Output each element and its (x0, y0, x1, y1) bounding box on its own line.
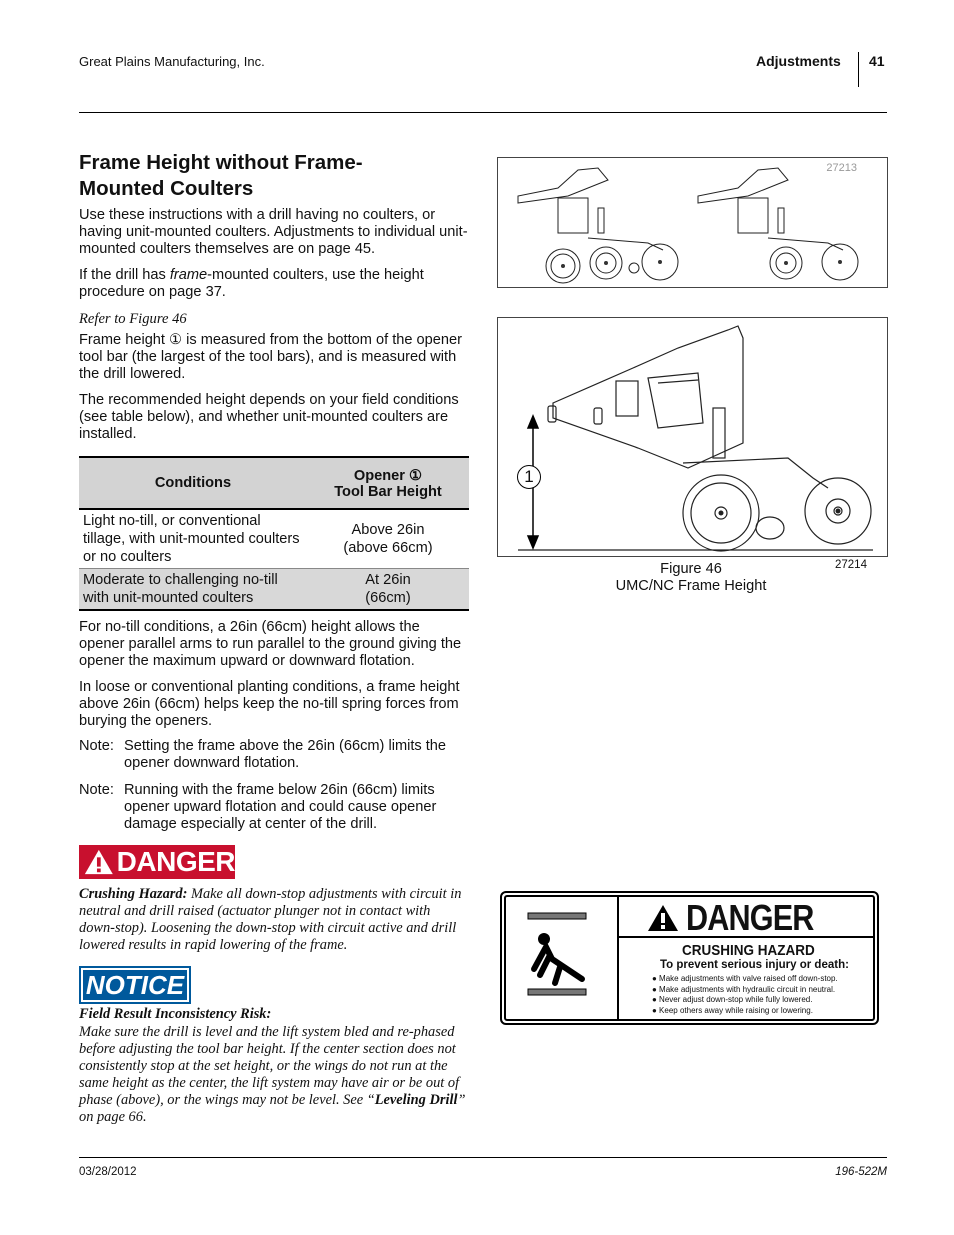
figure-reference: Refer to Figure 46 (79, 311, 187, 327)
figure-id-main: 27214 (835, 559, 867, 571)
decal-bullets: ● Make adjustments with valve raised off… (652, 974, 838, 1016)
notice-text: Make sure the drill is level and the lif… (79, 1024, 466, 1125)
conditions-table: Conditions Opener ① Tool Bar Height Ligh… (79, 456, 469, 611)
leveling-drill-link: Leveling Drill (374, 1092, 458, 1108)
table-cell-height: Above 26in (above 66cm) (307, 509, 469, 569)
paragraph-no-till: For no-till conditions, a 26in (66cm) he… (79, 619, 462, 669)
list-item: ● Make adjustments with valve raised off… (652, 974, 838, 983)
page-number: 41 (869, 53, 885, 69)
note-above: Note:Setting the frame above the 26in (6… (79, 738, 447, 771)
figure-caption-number: Figure 46 (660, 561, 722, 577)
title-line-1: Frame Height without Frame- (79, 151, 363, 174)
frame-height-drawing (518, 325, 873, 552)
header-rule (79, 112, 887, 113)
header-company: Great Plains Manufacturing, Inc. (79, 54, 265, 69)
notice-heading: Field Result Inconsistency Risk: (79, 1006, 272, 1022)
callout-1: 1 (517, 465, 541, 489)
footer-rule (79, 1157, 887, 1158)
danger-badge: DANGER (79, 845, 236, 879)
crushing-hazard-pictogram (527, 912, 587, 996)
title-line-2: Mounted Coulters (79, 177, 254, 200)
figure-id-top: 27213 (826, 162, 857, 174)
danger-decal: DANGER CRUSHING HAZARD To prevent seriou… (500, 891, 879, 1025)
header-section: Adjustments (756, 53, 841, 69)
table-cell-height: At 26in (66cm) (307, 568, 469, 611)
figure-row-units: 27213 (497, 157, 888, 288)
footer-doc-number: 196-522M (835, 1166, 887, 1178)
figure-caption-title: UMC/NC Frame Height (615, 578, 767, 594)
paragraph-frame-height: Frame height ① is measured from the bott… (79, 332, 462, 382)
warning-triangle-icon (84, 849, 113, 875)
danger-label: DANGER (116, 846, 236, 877)
list-item: ● Make adjustments with hydraulic circui… (652, 984, 836, 994)
col-header-height: Opener ① Tool Bar Height (307, 456, 469, 510)
paragraph-loose: In loose or conventional planting condit… (79, 679, 460, 729)
header-separator (858, 52, 859, 87)
danger-text: Crushing Hazard: Make all down-stop adju… (79, 886, 462, 953)
paragraph-intro: Use these instructions with a drill havi… (79, 207, 468, 257)
paragraph-frame-coulters: If the drill has frame-mounted coulters,… (79, 267, 424, 300)
decal-subtitle: CRUSHING HAZARD (682, 942, 815, 959)
row-units-drawing (517, 167, 859, 284)
note-below: Note:Running with the frame below 26in (… (79, 782, 437, 832)
figure-caption: Figure 46 UMC/NC Frame Height (560, 561, 822, 595)
table-cell-condition: Moderate to challenging no-till with uni… (79, 568, 307, 611)
list-item: ● Never adjust down-stop while fully low… (652, 995, 813, 1004)
paragraph-recommended: The recommended height depends on your f… (79, 392, 459, 442)
decal-title: DANGER (646, 897, 836, 939)
table-row: Moderate to challenging no-till with uni… (79, 568, 469, 611)
table-row: Light no-till, or conventional tillage, … (79, 509, 469, 569)
list-item: ● Keep others away while raising or lowe… (652, 1005, 813, 1015)
emphasis-frame: frame (169, 267, 208, 283)
col-header-conditions: Conditions (79, 456, 307, 510)
table-cell-condition: Light no-till, or conventional tillage, … (79, 509, 307, 569)
section-title: Frame Height without Frame- Mounted Coul… (79, 150, 469, 202)
figure-frame-height: 1 (497, 317, 888, 557)
decal-lead: To prevent serious injury or death: (660, 959, 849, 971)
warning-triangle-icon (648, 905, 678, 931)
footer-date: 03/28/2012 (79, 1166, 137, 1178)
notice-badge: NOTICE (79, 966, 191, 1004)
